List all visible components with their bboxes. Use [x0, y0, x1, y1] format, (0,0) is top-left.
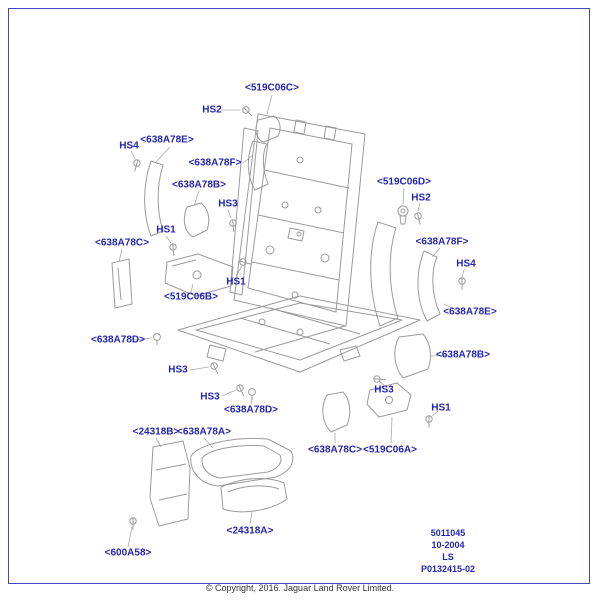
callout-638A78F-left: <638A78F>	[188, 157, 242, 169]
screw-600A58	[125, 515, 141, 531]
callout-HS4-left: HS4	[119, 140, 139, 152]
left-trim-pieces	[111, 115, 281, 309]
part-519C06A	[366, 382, 412, 418]
screw-HS3-mid-left	[208, 361, 222, 375]
callout-HS3-right: HS3	[374, 384, 394, 396]
screw-HS3-upper	[226, 217, 241, 233]
part-519C06D	[397, 205, 409, 217]
callout-HS3-upper: HS3	[218, 198, 238, 210]
callout-600A58: <600A58>	[104, 547, 152, 559]
part-638A78F-right	[370, 221, 399, 327]
date-code: 10-2004	[431, 540, 465, 550]
callout-638A78B-right: <638A78B>	[436, 349, 490, 361]
callout-638A78E-right: <638A78E>	[443, 306, 497, 318]
callout-638A78E-left: <638A78E>	[140, 134, 194, 146]
part-638A78E-left	[144, 160, 164, 237]
callout-638A78A: <638A78A>	[177, 426, 231, 438]
callout-HS1-left: HS1	[156, 224, 176, 236]
part-638A78B-left	[183, 202, 210, 238]
callout-519C06C: <519C06C>	[245, 82, 299, 94]
lower-trim-parts	[149, 437, 294, 527]
screw-HS2-top	[242, 106, 253, 117]
part-519C06C	[255, 115, 281, 143]
fasteners	[125, 106, 470, 531]
part-638A78C-bottom	[322, 391, 351, 433]
callout-24318A: <24318A>	[226, 525, 274, 537]
screw-HS4-left	[129, 158, 144, 172]
callout-638A78B-left: <638A78B>	[172, 179, 226, 191]
screw-HS4-right	[454, 275, 470, 291]
figure-number: 5011045	[430, 528, 466, 538]
callout-519C06D: <519C06D>	[377, 176, 431, 188]
part-638A78C-left	[111, 258, 133, 309]
callout-HS2-top: HS2	[202, 104, 222, 116]
leader-lines	[118, 94, 465, 548]
screw-HS1-left	[166, 241, 181, 257]
callout-519C06B: <519C06B>	[164, 291, 218, 303]
callout-HS1-right: HS1	[431, 402, 451, 414]
copyright-notice: © Copyright, 2016. Jaguar Land Rover Lim…	[205, 583, 395, 593]
callout-638A78C-left: <638A78C>	[95, 237, 149, 249]
screw-HS2-right	[411, 211, 426, 225]
callout-638A78F-right: <638A78F>	[415, 236, 469, 248]
callout-HS3-lower: HS3	[200, 391, 220, 403]
part-519C06B	[164, 253, 234, 297]
part-24318A	[220, 477, 288, 513]
plate-number: P0132415-02	[420, 564, 476, 574]
part-638A78B-right	[394, 333, 431, 379]
model-code: LS	[442, 552, 454, 562]
callout-HS1-center: HS1	[226, 276, 246, 288]
seat-back-frame	[229, 113, 366, 327]
callout-24318B: <24318B>	[132, 426, 180, 438]
callout-638A78D-bottom: <638A78D>	[224, 404, 278, 416]
part-638A78A	[190, 437, 294, 487]
callout-HS2-right: HS2	[411, 192, 431, 204]
right-trim-pieces	[322, 205, 441, 433]
screw-HS1-right	[421, 413, 437, 429]
callout-638A78C-bottom: <638A78C>	[308, 444, 362, 456]
pin-638A78D-left	[153, 333, 161, 346]
plate-info-block: 5011045 10-2004 LS P0132415-02	[410, 527, 486, 575]
callout-519C06A: <519C06A>	[363, 444, 417, 456]
callout-HS4-right: HS4	[456, 258, 476, 270]
callout-HS3-mid-left: HS3	[168, 364, 188, 376]
callout-638A78D-left: <638A78D>	[91, 334, 145, 346]
part-638A78E-right	[417, 250, 441, 322]
part-24318B	[149, 440, 191, 527]
screw-HS3-lower	[234, 383, 248, 397]
seat-base-frame	[177, 295, 421, 373]
